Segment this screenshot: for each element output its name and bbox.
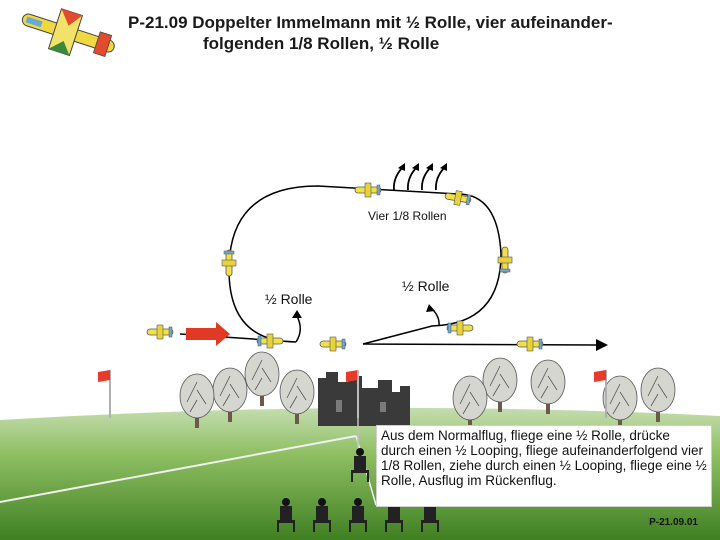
figure-code: P-21.09.01 [649, 517, 698, 528]
description-box: Aus dem Normalflug, fliege eine ½ Rolle,… [376, 425, 712, 507]
runway-line [0, 435, 357, 503]
plane-icon [319, 336, 347, 352]
page-title: P-21.09 Doppelter Immelmann mit ½ Rolle,… [128, 12, 708, 54]
plane-icon [443, 188, 473, 208]
half-roll-arrow-left [295, 315, 301, 343]
plane-icon [146, 324, 174, 340]
eighth-roll-arrows [393, 167, 445, 191]
title-line-2: folgenden 1/8 Rollen, ½ Rolle [203, 34, 440, 53]
castle-icon [318, 372, 410, 426]
plane-icon [516, 336, 544, 352]
plane-icon [221, 249, 237, 277]
half-roll-arrowhead-right [426, 304, 435, 312]
entry-arrow [186, 322, 230, 346]
eighth-roll-arrowheads [398, 163, 447, 171]
title-line-1: P-21.09 Doppelter Immelmann mit ½ Rolle,… [128, 13, 613, 32]
plane-icon [446, 320, 474, 336]
flag-icon [97, 369, 111, 419]
tree-icon [482, 357, 518, 413]
tree-icon [244, 351, 280, 407]
plane-icon [354, 182, 382, 198]
label-half-roll-right: ½ Rolle [402, 278, 450, 294]
airplane-logo-icon [21, 8, 115, 57]
description-text: Aus dem Normalflug, fliege eine ½ Rolle,… [381, 428, 707, 488]
tree-icon [530, 359, 566, 415]
label-vier-rollen: Vier 1/8 Rollen [368, 209, 447, 223]
plane-icon [256, 333, 284, 349]
half-roll-arrowhead-left [292, 310, 302, 318]
flight-path [179, 185, 597, 346]
exit-arrow-head [596, 339, 608, 351]
label-half-roll-left: ½ Rolle [265, 291, 313, 307]
